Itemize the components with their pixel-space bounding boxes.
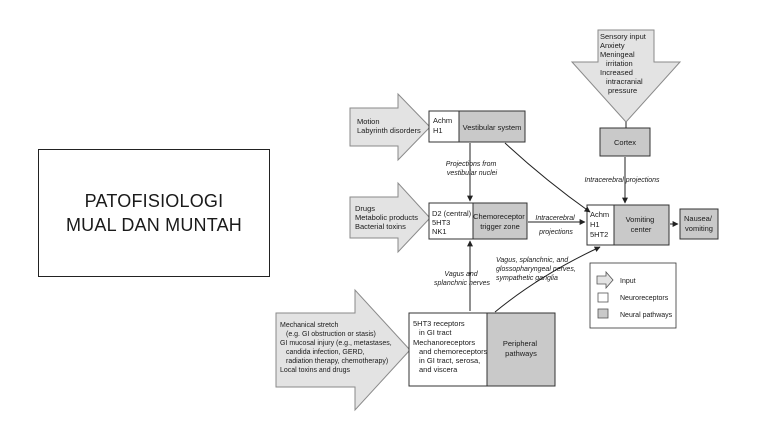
cortex-box [599,127,651,157]
legend-neural-pathways-label: Neural pathways [620,312,673,319]
vestibular-pathway-area [458,110,526,143]
sensory-input-arrow [570,29,682,123]
ctz-receptors: D2 (central) 5HT3 NK1 [432,209,473,236]
nausea-vomiting-box [679,208,719,240]
cortex-label: Cortex [614,138,636,147]
ctz-pathway-area [472,202,528,240]
vomiting-center-receptors: Achm H1 5HT2 [590,210,611,239]
nausea-vomiting-label: Nausea/ vomiting [684,214,714,233]
vestibular-nuclei-label: Projections from vestibular nuclei [446,161,499,177]
peripheral-pathway-area [486,312,556,387]
peripheral-pathways-label: Peripheral pathways [503,339,539,358]
ctz-label: Chemoreceptor trigger zone [473,212,527,231]
mechanical-input-arrow [275,288,411,412]
intracerebral-projections-label: Intracerebral projections [584,177,660,184]
motion-input-arrow [349,92,431,162]
drugs-input-text: Drugs Metabolic products Bacterial toxin… [355,204,420,231]
vagus-glossopharyngeal-label: Vagus, splanchnic, and glossopharyngeal … [496,257,578,282]
vestibular-system-label: Vestibular system [463,123,522,132]
drugs-input-arrow [349,181,431,254]
legend-input-label: Input [620,278,636,285]
legend-neuroreceptors-icon [597,292,609,303]
slide-title-line-2: MUAL DAN MUNTAH [65,215,242,235]
slide-title-box: PATOFISIOLOGI MUAL DAN MUNTAH [38,149,270,277]
legend-input-icon [596,270,614,290]
motion-input-text: Motion Labyrinth disorders [357,117,421,135]
vestibular-to-vomiting-arrow [504,142,591,213]
vomiting-center-pathway-area [613,204,670,246]
legend-neuroreceptors-label: Neuroreceptors [620,295,669,302]
vagus-splanchnic-label: Vagus and splanchnic nerves [434,271,491,287]
vestibular-receptors: Achm H1 [433,116,454,135]
mechanical-input-text: Mechanical stretch (e.g. GI obstruction … [280,322,394,374]
vomiting-center-label: Vomiting center [626,215,657,234]
sensory-input-text: Sensory input Anxiety Meningeal irritati… [600,32,648,95]
peripheral-to-vomiting-arrow [494,246,601,313]
slide-title-line-1: PATOFISIOLOGI [84,191,224,211]
ctz-to-vc-label: Intracerebral projections [535,215,576,236]
peripheral-receptors: 5HT3 receptors in GI tract Mechanorecept… [413,319,489,374]
legend-neural-pathways-icon [597,308,609,319]
